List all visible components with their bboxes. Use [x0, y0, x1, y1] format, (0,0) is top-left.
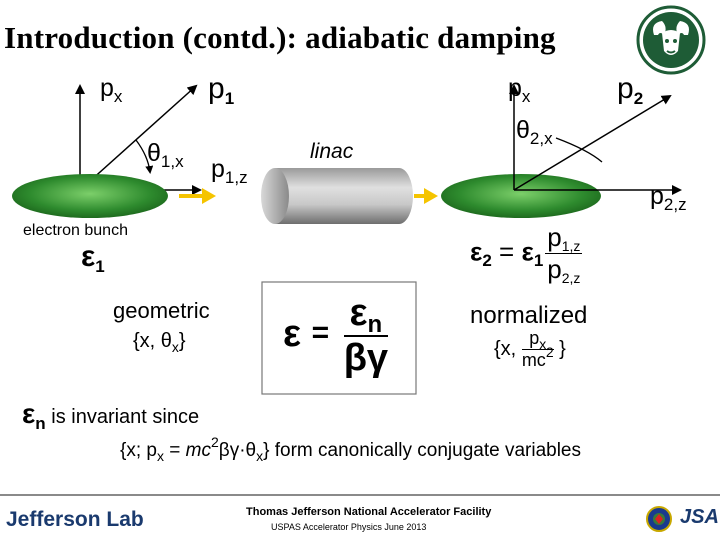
right-px-label: px: [508, 74, 531, 106]
right-momentum-diagram: [509, 84, 682, 195]
jsa-logo: JSA: [680, 506, 719, 528]
emittance-box: [261, 281, 417, 395]
left-theta-arc: [135, 139, 154, 174]
geometric-set: {x, θx}: [133, 330, 186, 355]
left-p1-label: p1: [208, 72, 235, 108]
diagram-graphics: [12, 84, 682, 395]
linac-label: linac: [310, 140, 354, 163]
geometric-label: geometric: [113, 298, 210, 323]
right-p2-vector: [513, 94, 672, 191]
right-electron-bunch: [441, 174, 601, 218]
invariant-statement: εn is invariant since: [22, 398, 200, 433]
normalized-set: {x, px mc2 }: [494, 328, 566, 370]
left-p1-vector: [79, 84, 198, 191]
left-p1z-label: p1,z: [211, 155, 248, 187]
course-name: USPAS Accelerator Physics June 2013: [271, 522, 427, 532]
eps1-label: ε1: [81, 240, 105, 276]
page-title: Introduction (contd.): adiabatic damping: [4, 20, 556, 55]
left-beam-arrow: [179, 188, 216, 204]
conjugate-statement: {x; px = mc2βγ·θx} form canonically conj…: [120, 434, 581, 464]
right-theta-arc: [555, 137, 603, 163]
right-theta-label: θ2,x: [516, 116, 553, 148]
normalized-label: normalized: [470, 302, 588, 329]
right-p2z-label: p2,z: [650, 182, 687, 214]
ram-logo-icon: [636, 5, 706, 75]
electron-bunch-label: electron bunch: [23, 222, 128, 239]
eps2-equation: ε2 = ε1 p1,z p2,z: [470, 222, 583, 286]
university-logo: [636, 5, 706, 75]
doe-seal-icon: [646, 506, 672, 532]
left-electron-bunch: [12, 174, 168, 218]
left-theta-label: θ1,x: [147, 139, 184, 171]
linac-cylinder: [261, 168, 413, 224]
facility-name: Thomas Jefferson National Accelerator Fa…: [246, 506, 492, 518]
right-p2-label: p2: [617, 72, 644, 108]
jefferson-lab-logo: Jefferson Lab: [6, 508, 144, 531]
right-beam-arrow: [414, 188, 438, 204]
footer-divider: [0, 494, 720, 496]
emittance-equation: ε = εn βγ: [283, 292, 389, 379]
left-px-label: px: [100, 74, 123, 106]
